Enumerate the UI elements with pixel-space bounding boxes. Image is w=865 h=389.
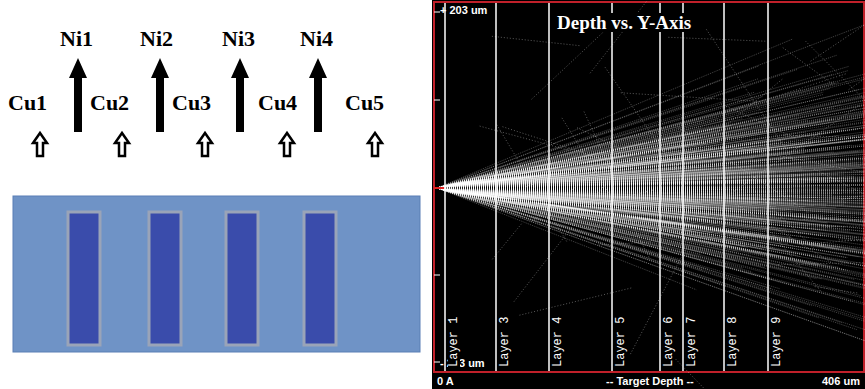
axis-label: 0 A [437,376,454,387]
layer-label: Layer 6 [663,316,675,368]
layer-boundary [723,3,725,371]
layer-boundary [767,3,769,371]
layer-boundary [611,3,613,371]
metal-label: Ni1 [60,28,93,50]
metal-label: Cu2 [90,92,129,114]
layer-label: Layer 1 [448,316,460,368]
layer-boundary [659,3,661,371]
layer-boundary [495,3,497,371]
emission-arrows [33,58,382,156]
layer-label: Layer 4 [552,316,564,368]
ion-tracks [437,0,865,389]
metal-label: Ni3 [222,28,255,50]
metal-label: Cu3 [172,92,211,114]
axis-label: 406 um [822,376,860,387]
cu-arrow [280,133,294,156]
layer-lines [445,3,768,371]
cu-arrow [198,133,212,156]
scattered-tracks [480,0,865,389]
copper-block [13,196,420,352]
axis-label: + 203 um [440,5,487,16]
layer-label: Layer 5 [615,316,627,368]
ni-arrow [309,58,327,132]
layer-boundary [682,3,684,371]
layer-label: Layer 9 [771,316,783,368]
layer-label: Layer 3 [499,316,511,368]
metal-label: Cu4 [258,92,297,114]
layer-label: Layer 8 [727,316,739,368]
ni-arrow [69,58,87,132]
axis-label: -- Target Depth -- [606,376,694,387]
metal-label: Ni2 [140,28,173,50]
metal-label: Ni4 [300,28,333,50]
layer-label: Layer 7 [686,316,698,368]
origin-mark [434,187,444,189]
axis-label: - 203 um [440,358,485,369]
ni-arrow [231,58,249,132]
metal-label: Cu1 [8,92,47,114]
cu-arrow [115,133,129,156]
cu-arrow [33,133,47,156]
layer-boundary [444,3,446,371]
layer-boundary [548,3,550,371]
cu-arrow [368,133,382,156]
nickel-layers [68,212,336,345]
metal-label: Cu5 [345,92,384,114]
ni-arrow [151,58,169,132]
plot-title: Depth vs. Y-Axis [555,13,693,32]
track-bundle [437,19,865,352]
